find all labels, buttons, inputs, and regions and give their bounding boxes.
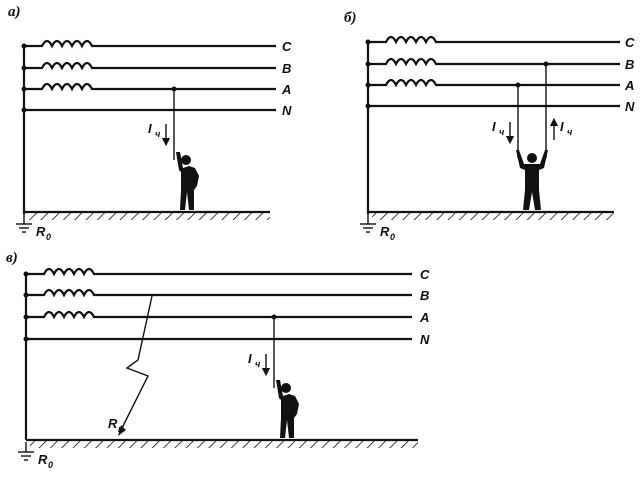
panel-b-phase-n: N bbox=[625, 99, 635, 114]
panel-b: б) C B A N I ч I ч bbox=[344, 10, 635, 242]
panel-c-current-label: I bbox=[248, 351, 252, 366]
panel-b-phase-b: B bbox=[625, 57, 634, 72]
panel-a-ground-sub: 0 bbox=[46, 232, 51, 242]
panel-b-current-label-2: I bbox=[560, 119, 564, 134]
panel-c-fault-sub: к bbox=[118, 424, 123, 434]
panel-b-phase-c: C bbox=[625, 35, 635, 50]
panel-a-phase-a: A bbox=[281, 82, 291, 97]
panel-a-phase-n: N bbox=[282, 103, 292, 118]
panel-c-line-b bbox=[26, 288, 412, 298]
panel-c-line-c bbox=[26, 267, 412, 277]
panel-b-label: б) bbox=[344, 10, 356, 26]
panel-b-line-a bbox=[368, 78, 620, 88]
panel-c-label: в) bbox=[6, 250, 18, 266]
panel-b-phase-a: A bbox=[624, 78, 634, 93]
panel-c-fault-path bbox=[121, 295, 153, 429]
panel-a-label: а) bbox=[8, 4, 21, 20]
panel-b-current-sub-2: ч bbox=[567, 127, 573, 137]
panel-c-fault-arrowhead bbox=[118, 425, 126, 436]
panel-b-ground-hatch bbox=[372, 213, 614, 220]
panel-a-current-sub: ч bbox=[155, 129, 161, 139]
panel-b-ground-label: R bbox=[380, 224, 390, 239]
panel-c-ground-label: R bbox=[38, 452, 48, 467]
panel-b-current-sub-1: ч bbox=[499, 127, 505, 137]
panel-c-ground-symbol bbox=[18, 442, 34, 461]
panel-c-phase-n: N bbox=[420, 332, 430, 347]
panel-c-person bbox=[276, 380, 299, 438]
panel-a: а) C B A N I ч R 0 bbox=[8, 4, 292, 242]
panel-c-phase-b: B bbox=[420, 288, 429, 303]
panel-c-fault-label: R bbox=[108, 416, 118, 431]
panel-a-line-b bbox=[24, 61, 276, 71]
panel-a-person bbox=[176, 152, 199, 210]
panel-c-line-a bbox=[26, 310, 412, 320]
panel-a-ground-hatch bbox=[28, 213, 270, 220]
panel-a-phase-b: B bbox=[282, 61, 291, 76]
panel-b-ground-symbol bbox=[360, 214, 376, 233]
panel-c-ground-sub: 0 bbox=[48, 460, 53, 470]
panel-c-current-sub: ч bbox=[255, 359, 261, 369]
panel-a-line-c bbox=[24, 39, 276, 49]
panel-c-phase-a: A bbox=[419, 310, 429, 325]
panel-a-ground-symbol bbox=[16, 214, 32, 233]
panel-a-current-label: I bbox=[148, 121, 152, 136]
panel-a-ground-label: R bbox=[36, 224, 46, 239]
panel-c-phase-c: C bbox=[420, 267, 430, 282]
panel-b-ground-sub: 0 bbox=[390, 232, 395, 242]
panel-b-line-b bbox=[368, 57, 620, 67]
panel-c-ground-hatch bbox=[30, 441, 418, 448]
panel-b-current-label-1: I bbox=[492, 119, 496, 134]
panel-a-line-a bbox=[24, 82, 276, 92]
panel-a-phase-c: C bbox=[282, 39, 292, 54]
panel-b-person bbox=[516, 150, 548, 210]
panel-c: в) C B A N R к I ч R bbox=[6, 250, 430, 470]
panel-b-line-c bbox=[368, 35, 620, 45]
